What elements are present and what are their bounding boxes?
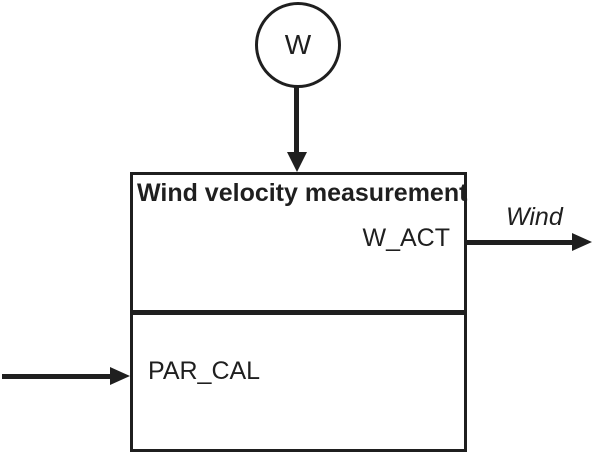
source-label: W xyxy=(284,29,312,60)
source-arrow-shaft xyxy=(294,86,299,154)
input-port-label: PAR_CAL xyxy=(148,357,261,385)
arrow-right-input-icon xyxy=(110,367,130,385)
output-port-label: W_ACT xyxy=(362,224,451,252)
output-signal-label: Wind xyxy=(506,203,563,231)
input-arrow-shaft xyxy=(2,374,111,379)
block-title: Wind velocity measurement xyxy=(137,179,468,207)
block-divider xyxy=(130,310,467,315)
source-circle: W xyxy=(255,2,341,88)
output-arrow-shaft xyxy=(467,240,573,245)
arrow-right-icon xyxy=(572,233,592,251)
arrow-down-icon xyxy=(287,152,307,172)
